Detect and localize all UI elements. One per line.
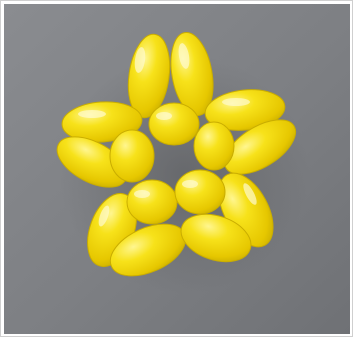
balloon-bubble <box>148 102 200 146</box>
balloon-star-photo <box>4 4 350 334</box>
photo <box>4 4 350 334</box>
balloon-bubble <box>126 179 178 225</box>
balloon-bubble <box>193 121 235 171</box>
balloon-highlights <box>78 43 257 227</box>
balloon-bubble <box>174 169 226 215</box>
balloon-segment <box>223 119 297 175</box>
balloon-bubble <box>109 129 155 183</box>
balloon-segment <box>180 213 252 263</box>
